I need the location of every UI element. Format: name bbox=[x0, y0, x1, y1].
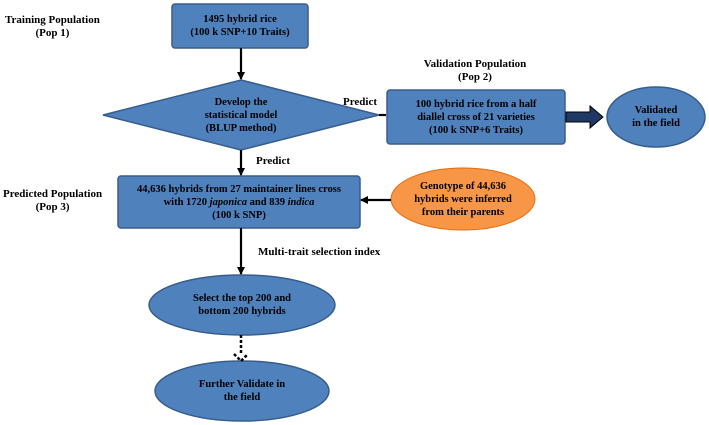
predicted-box-line-2-pre: with 1720 bbox=[163, 196, 210, 208]
model-diamond: Develop the statistical model (BLUP meth… bbox=[160, 88, 322, 142]
validation-population-pop: (Pop 2) bbox=[458, 71, 492, 83]
model-diamond-line-3: (BLUP method) bbox=[205, 122, 277, 134]
further-ellipse-line-2: the field bbox=[223, 392, 261, 403]
select-ellipse: Select the top 200 and bottom 200 hybrid… bbox=[149, 275, 335, 335]
predicted-box-japonica: japonica bbox=[209, 196, 248, 208]
validation-population-title: Validation Population bbox=[423, 58, 527, 70]
predicted-box-indica: indica bbox=[287, 196, 315, 208]
validation-box: 100 hybrid rice from a half diallel cros… bbox=[387, 90, 565, 144]
edge-label-selection-index: Multi-trait selection index bbox=[258, 246, 381, 258]
predicted-population-label: Predicted Population (Pop 3) bbox=[3, 188, 102, 214]
validated-ellipse-shape bbox=[606, 86, 706, 148]
genotype-ellipse-line-1: Genotype of 44,636 bbox=[419, 180, 507, 192]
validated-ellipse-line-2: in the field bbox=[632, 118, 680, 129]
model-diamond-line-2: statistical model bbox=[204, 109, 278, 121]
validation-population-label: Validation Population (Pop 2) bbox=[410, 58, 540, 84]
validation-box-line-1: 100 hybrid rice from a half bbox=[415, 98, 537, 110]
predicted-population-pop: (Pop 3) bbox=[35, 201, 70, 213]
training-box-line-2: (100 k SNP+10 Traits) bbox=[190, 27, 290, 38]
validation-box-line-2: diallel cross of 21 varieties bbox=[417, 111, 535, 123]
predicted-box: 44,636 hybrids from 27 maintainer lines … bbox=[118, 176, 360, 228]
further-ellipse-line-1: Further Validate in bbox=[198, 379, 286, 390]
validation-box-line-3: (100 k SNP+6 Traits) bbox=[429, 124, 523, 136]
validated-ellipse-line-1: Validated bbox=[634, 105, 678, 116]
predicted-box-line-1: 44,636 hybrids from 27 maintainer lines … bbox=[137, 183, 341, 195]
edge-label-predict-right: Predict bbox=[343, 96, 378, 108]
training-population-title: Training Population bbox=[5, 14, 100, 26]
training-box: 1495 hybrid rice (100 k SNP+10 Traits) bbox=[172, 4, 308, 48]
model-diamond-line-1: Develop the bbox=[214, 96, 268, 108]
select-ellipse-line-2: bottom 200 hybrids bbox=[198, 306, 286, 317]
select-ellipse-line-1: Select the top 200 and bbox=[193, 293, 291, 304]
validated-ellipse: Validated in the field bbox=[607, 87, 705, 147]
further-ellipse: Further Validate in the field bbox=[155, 361, 329, 421]
predicted-box-line-2: with 1720 japonica and 839 indica bbox=[164, 196, 315, 209]
predicted-box-line-3: (100 k SNP) bbox=[212, 209, 266, 221]
training-population-pop: (Pop 1) bbox=[35, 27, 70, 39]
block-arrow-validation-to-validated bbox=[565, 104, 604, 130]
validation-box-shape bbox=[386, 89, 566, 145]
training-box-line-1: 1495 hybrid rice bbox=[203, 14, 277, 25]
training-population-label: Training Population (Pop 1) bbox=[5, 14, 100, 40]
genotype-ellipse-line-3: from their parents bbox=[421, 206, 505, 218]
predicted-box-line-2-mid: and 839 bbox=[247, 196, 288, 208]
arrow-select-to-further-head bbox=[233, 353, 249, 363]
predicted-population-title: Predicted Population bbox=[3, 188, 103, 200]
genotype-ellipse-line-2: hybrids were inferred bbox=[414, 193, 512, 205]
genotype-ellipse: Genotype of 44,636 hybrids were inferred… bbox=[391, 168, 535, 230]
edge-label-predict-down: Predict bbox=[256, 155, 291, 167]
